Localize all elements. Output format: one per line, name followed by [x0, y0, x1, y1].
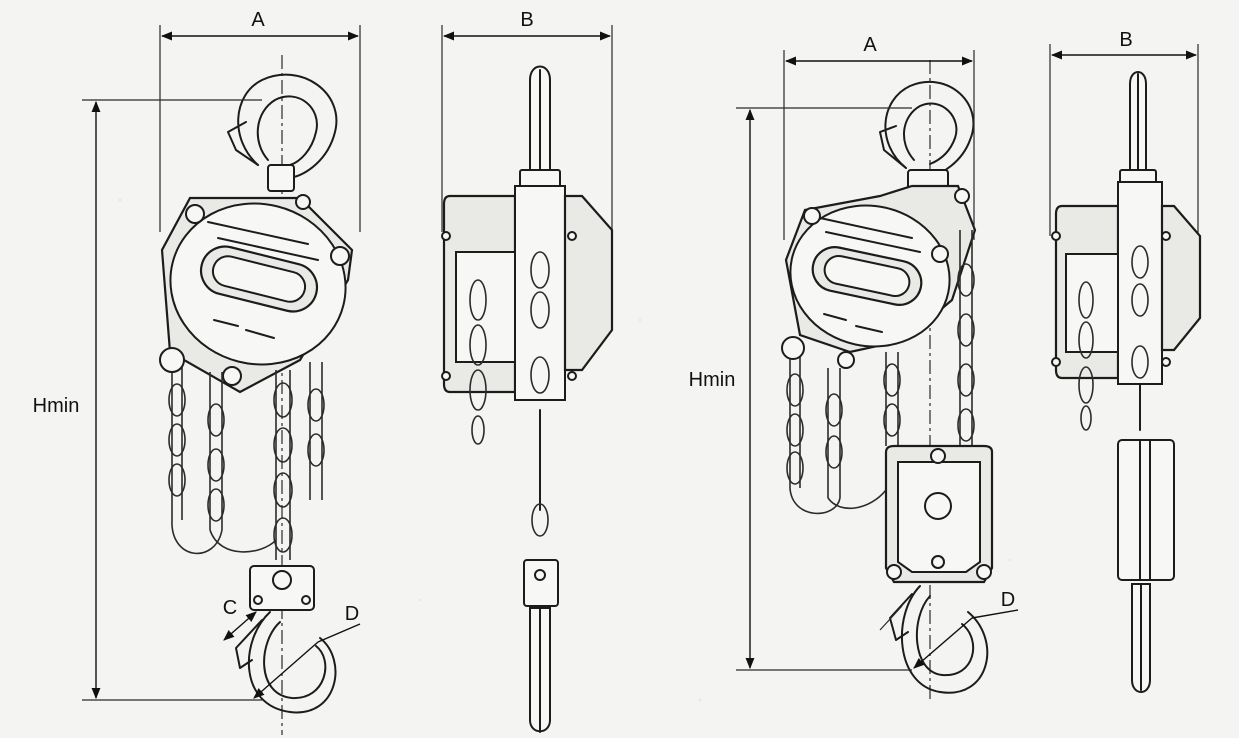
hoist-2-side-view: [1049, 44, 1202, 693]
hoist-2-front-view: [781, 60, 1019, 700]
hoist-1-chains: [159, 347, 325, 560]
hoist-1-dimensions: [82, 25, 361, 701]
hoist-2-dimensions: [736, 50, 975, 671]
dimension-d-label: D: [345, 603, 359, 625]
dimension-a-label: A: [251, 9, 265, 31]
dimension-b-label: B: [520, 9, 533, 31]
dimension-hmin-label: Hmin: [33, 395, 80, 417]
dimension-c-label: C: [223, 597, 237, 619]
dimension-d-label-2: D: [1001, 589, 1015, 611]
hoist-1-side-view: [441, 25, 614, 733]
dimension-b-label-2: B: [1119, 29, 1132, 51]
dimension-a-label-2: A: [863, 34, 877, 56]
hoist-2-chains: [781, 230, 975, 515]
hoist-1-front-view: [159, 55, 361, 735]
dimension-hmin-label-2: Hmin: [689, 369, 736, 391]
